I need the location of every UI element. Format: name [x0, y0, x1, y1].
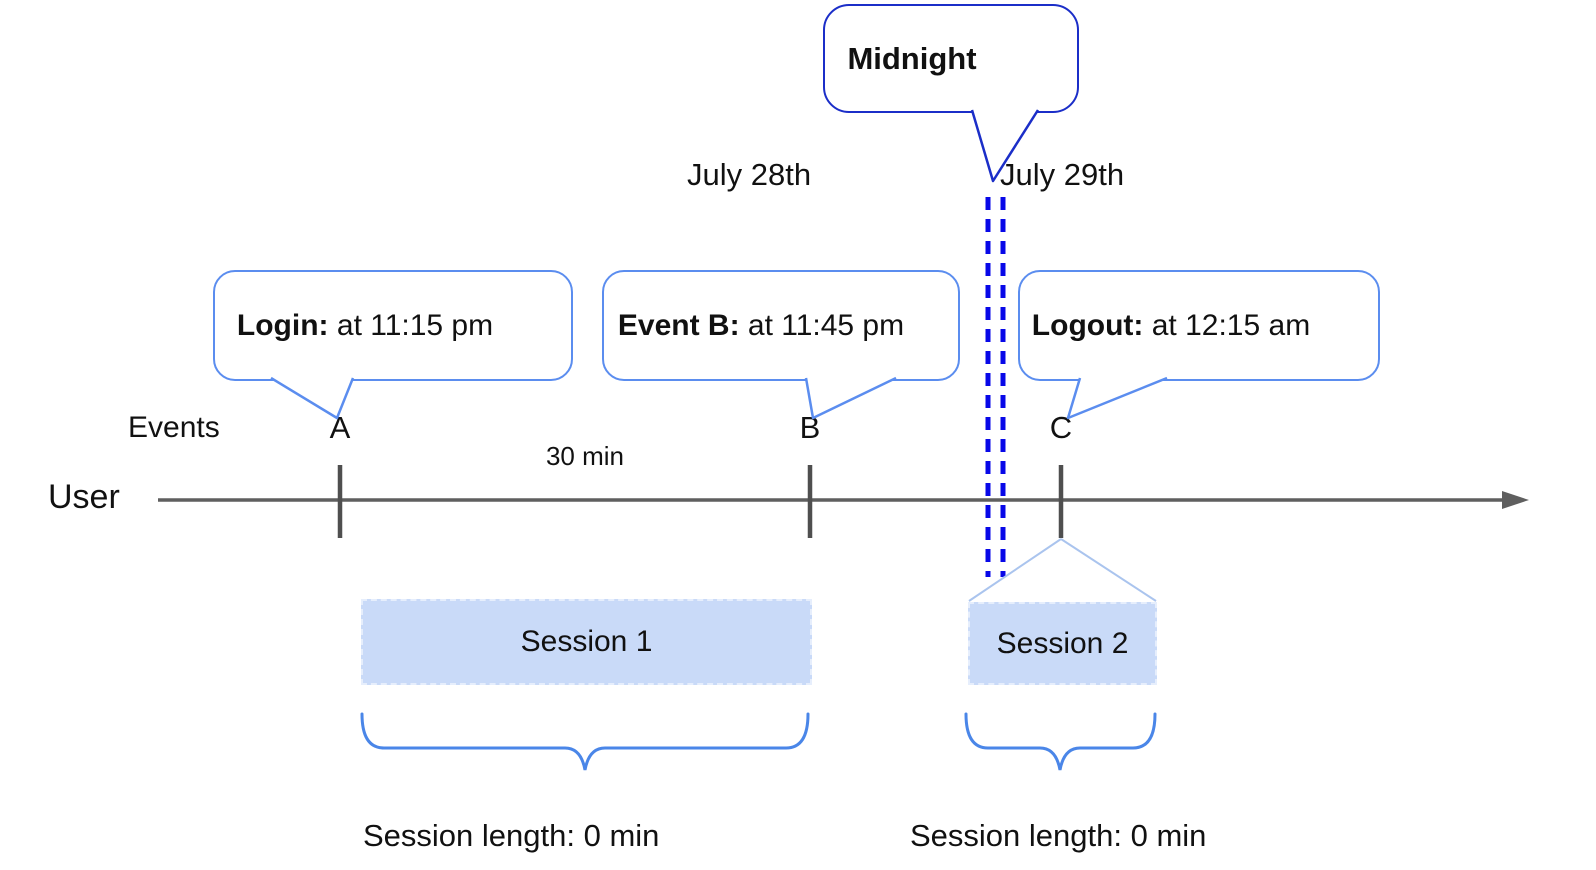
event-marker-b: B: [799, 410, 821, 445]
session-1-label: Session 1: [520, 625, 653, 658]
events-axis-label: Events: [128, 411, 220, 444]
event-marker-a: A: [329, 410, 351, 445]
event-b-callout: Event B: at 11:45 pm: [602, 270, 960, 381]
interval-label: 30 min: [545, 441, 625, 471]
login-callout-text: Login: at 11:15 pm: [237, 309, 493, 343]
session-1-bar: Session 1: [361, 599, 812, 685]
session-1-length-label: Session length: 0 min: [363, 818, 660, 853]
date-label-july-29: July 29th: [1000, 157, 1125, 192]
logout-callout-text: Logout: at 12:15 am: [1032, 309, 1310, 343]
logout-callout-detail: at 12:15 am: [1143, 308, 1311, 342]
session-2-length-label: Session length: 0 min: [910, 818, 1207, 853]
session-2-bar: Session 2: [968, 602, 1157, 685]
event-b-callout-text: Event B: at 11:45 pm: [618, 309, 904, 343]
login-callout-detail: at 11:15 pm: [328, 308, 494, 342]
event-b-callout-label: Event B:: [617, 308, 740, 342]
event-b-callout-detail: at 11:45 pm: [739, 308, 905, 342]
midnight-callout-label: Midnight: [847, 40, 977, 76]
logout-callout: Logout: at 12:15 am: [1018, 270, 1380, 381]
timeline-arrowhead: [1502, 491, 1529, 509]
login-callout: Login: at 11:15 pm: [213, 270, 573, 381]
session-2-roof-left: [968, 538, 1062, 602]
session-2-label: Session 2: [996, 626, 1129, 660]
event-marker-c: C: [1049, 410, 1073, 445]
session-2-brace: [964, 712, 1157, 771]
date-label-july-28: July 28th: [687, 157, 812, 192]
session-1-brace: [360, 712, 810, 771]
logout-callout-label: Logout:: [1031, 308, 1144, 342]
logout-callout-tail: [1066, 376, 1168, 420]
midnight-callout: Midnight: [823, 4, 1079, 113]
session-2-roof-right: [1060, 538, 1157, 602]
login-callout-label: Login:: [236, 308, 329, 342]
user-axis-label: User: [48, 478, 120, 516]
